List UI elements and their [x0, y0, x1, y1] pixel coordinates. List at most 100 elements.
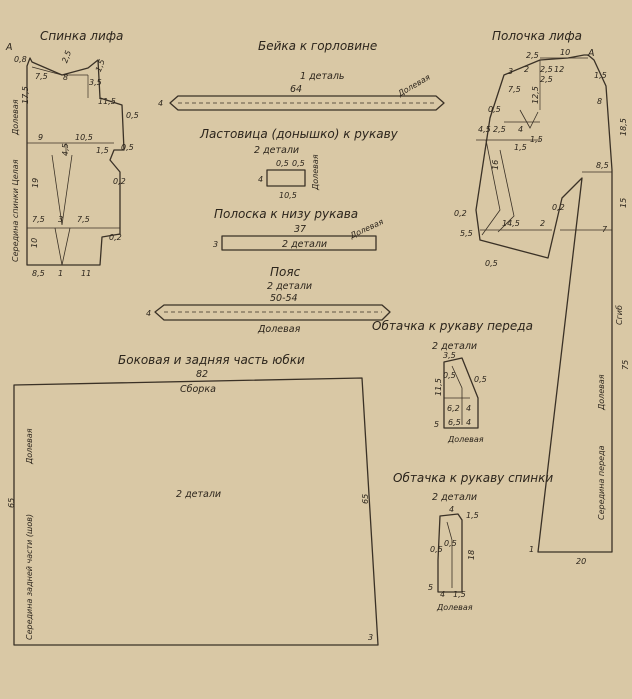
- bf-b: 1,5: [466, 511, 479, 520]
- back-m-9: 9: [38, 133, 43, 142]
- sleeve-strip-piece: [221, 235, 377, 251]
- back-dart-lower: [54, 227, 71, 266]
- front-m-15b: 1,5: [514, 143, 527, 152]
- back-m-08: 0,8: [14, 55, 27, 64]
- ff-c: 11,5: [434, 378, 443, 396]
- front-m-25a: 2,5: [526, 51, 539, 60]
- back-m-175: 17,5: [21, 86, 30, 104]
- gusset-title: Ластовица (донышко) к рукаву: [199, 127, 399, 141]
- front-m-25b: 2,5: [540, 65, 553, 74]
- front-m-3: 3: [508, 67, 513, 76]
- front-bodice-outline: [475, 54, 613, 553]
- back-bodice-piece: [26, 57, 125, 266]
- back-grain-label: Долевая: [11, 99, 20, 136]
- ff-h: 5: [434, 420, 439, 429]
- gusset-len: 10,5: [279, 191, 297, 200]
- bf-a: 4: [449, 505, 454, 514]
- front-neck-dart: [519, 109, 539, 129]
- back-facing-title: Обтачка к рукаву спинки: [393, 471, 553, 485]
- skirt-right-h: 65: [361, 494, 370, 504]
- belt-length: 50-54: [270, 293, 298, 304]
- back-m-35: 3,5: [89, 78, 102, 87]
- bf-f: 5: [428, 583, 433, 592]
- front-m-20: 20: [576, 557, 586, 566]
- front-point-a: A: [587, 48, 595, 59]
- back-m-115: 11,5: [98, 97, 116, 106]
- back-m-11: 11: [81, 269, 91, 278]
- front-m-12: 12: [554, 65, 564, 74]
- front-dart-outer: [481, 139, 501, 236]
- back-facing-inner: [446, 521, 453, 588]
- back-m-1: 1: [58, 269, 63, 278]
- gusset-count: 2 детали: [254, 145, 299, 156]
- front-grain: Долевая: [597, 374, 606, 411]
- back-m-19: 19: [31, 178, 40, 188]
- front-centre: Середина переда: [597, 445, 606, 520]
- front-bodice-title: Полочка лифа: [492, 29, 582, 43]
- back-m-3: 3: [58, 215, 63, 224]
- neck-binding-piece: [169, 95, 445, 111]
- back-bodice-outline: [26, 57, 125, 266]
- ff-d: 0,5: [474, 375, 487, 384]
- back-facing-piece: [437, 513, 463, 593]
- skirt-count: 2 детали: [176, 489, 221, 500]
- skirt-title: Боковая и задняя часть юбки: [118, 353, 305, 367]
- back-point-a: A: [5, 42, 13, 53]
- back-m-105: 10,5: [75, 133, 93, 142]
- binding-count: 1 деталь: [300, 71, 345, 82]
- belt-grain: Долевая: [257, 324, 301, 335]
- back-m-75c: 7,5: [77, 215, 90, 224]
- binding-length: 64: [290, 84, 302, 95]
- binding-width: 4: [158, 99, 163, 108]
- front-m-25c: 2,5: [540, 75, 553, 84]
- bf-grain: Долевая: [436, 603, 473, 612]
- back-m-02a: 0,2: [113, 177, 126, 186]
- skirt-gather: Сборка: [180, 384, 216, 395]
- front-m-02b: 0,2: [552, 203, 565, 212]
- belt-title: Пояс: [270, 265, 301, 279]
- back-fold-note: Середина спинки Целая: [11, 159, 20, 262]
- strip-length: 37: [294, 224, 306, 235]
- ff-e: 6,2: [447, 404, 460, 413]
- belt-piece: [154, 304, 391, 321]
- front-m-02a: 0,2: [454, 209, 467, 218]
- front-m-05b: 0,5: [485, 259, 498, 268]
- front-m-75b: 75: [621, 360, 630, 370]
- back-m-05: 0,5: [126, 111, 139, 120]
- skirt-corner: 3: [368, 633, 373, 642]
- back-m-15b: 1,5: [96, 146, 109, 155]
- back-m-05b: 0,5: [121, 143, 134, 152]
- front-m-55: 5,5: [460, 229, 473, 238]
- back-dart-upper: [51, 154, 73, 226]
- ff-grain: Долевая: [447, 435, 484, 444]
- binding-grain: Долевая: [396, 73, 432, 99]
- bf-h: 1,5: [453, 590, 466, 599]
- front-m-7: 7: [602, 225, 608, 234]
- front-dart-inner: [497, 149, 515, 233]
- front-m-25d: 2,5: [493, 125, 506, 134]
- front-m-2: 2: [524, 65, 529, 74]
- bf-c: 0,5: [430, 545, 443, 554]
- front-facing-piece: [443, 357, 479, 429]
- front-m-75: 7,5: [508, 85, 521, 94]
- skirt-left-h: 65: [7, 498, 16, 508]
- front-m-125: 12,5: [531, 86, 540, 104]
- ff-i: 4: [466, 418, 471, 427]
- front-m-15d: 15: [619, 198, 628, 208]
- sleeve-strip-title: Полоска к низу рукава: [214, 207, 358, 221]
- back-m-75a: 7,5: [35, 72, 48, 81]
- front-m-45: 4,5: [478, 125, 491, 134]
- strip-count: 2 детали: [282, 239, 327, 250]
- front-m-4: 4: [518, 125, 523, 134]
- back-neck-line: [31, 66, 63, 76]
- bf-d: 0,5: [444, 539, 457, 548]
- back-m-15: 1,5: [94, 58, 107, 73]
- back-bodice-title: Спинка лифа: [40, 29, 123, 43]
- skirt-centre: Середина задней части (шов): [25, 514, 34, 640]
- back-facing-count: 2 детали: [432, 492, 477, 503]
- belt-width: 4: [146, 309, 151, 318]
- front-m-185: 18,5: [619, 118, 628, 136]
- ff-b: 0,5: [443, 371, 456, 380]
- front-m-05a: 0,5: [488, 105, 501, 114]
- back-m-85: 8,5: [32, 269, 45, 278]
